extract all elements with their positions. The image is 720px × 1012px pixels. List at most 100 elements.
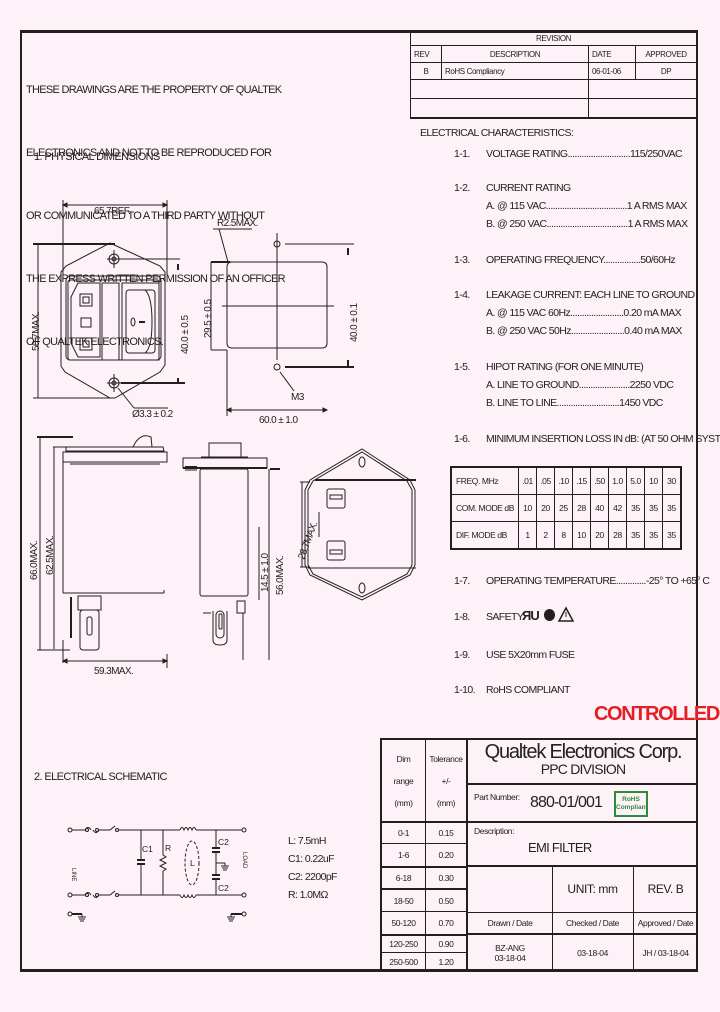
tolerance-value-cell: 0.30 bbox=[425, 866, 467, 889]
dim-height-max: 50.7MAX. bbox=[31, 312, 42, 351]
dim-range-header: Dim range (mm) bbox=[381, 739, 426, 822]
value-c2: C2: 2200pF bbox=[288, 871, 337, 883]
spec-sub: A. @ 115 VAC 60Hz.......................… bbox=[486, 307, 682, 319]
spec-number: 1-8. bbox=[454, 611, 470, 623]
tolerance-range-cell: 6-18 bbox=[381, 866, 426, 889]
db-cell: 35 bbox=[626, 521, 645, 550]
dim-depth-total: 66.0MAX. bbox=[29, 541, 40, 580]
schematic-values: L: 7.5mH C1: 0.22uF C2: 2200pF R: 1.0MΩ bbox=[288, 832, 337, 904]
revision-table: REVISION REV DESCRIPTION DATE APPROVED B… bbox=[410, 31, 697, 119]
db-cell: 20 bbox=[590, 521, 609, 550]
schematic-label-r: R bbox=[165, 843, 171, 853]
db-cell: 20 bbox=[536, 494, 555, 522]
value-inductance: L: 7.5mH bbox=[288, 835, 326, 847]
division-name: PPC DIVISION bbox=[540, 761, 626, 777]
freq-cell: .01 bbox=[518, 466, 537, 495]
tolerance-range-cell: 18-50 bbox=[381, 888, 426, 912]
company-block: Qualtek Electronics Corp. PPC DIVISION bbox=[466, 739, 698, 785]
dim-body-width: 59.3MAX. bbox=[94, 666, 133, 677]
db-cell: 28 bbox=[608, 521, 627, 550]
spec-text: HIPOT RATING (FOR ONE MINUTE) bbox=[486, 361, 644, 373]
freq-cell: .05 bbox=[536, 466, 555, 495]
dim-hole-dia: Ø3.3 ± 0.2 bbox=[132, 409, 174, 420]
tolerance-range-cell: 0-1 bbox=[381, 822, 426, 844]
header-line: Dim bbox=[396, 753, 411, 764]
tolerance-value-cell: 0.50 bbox=[425, 888, 467, 912]
header-line: (mm) bbox=[394, 797, 413, 808]
company-name: Qualtek Electronics Corp. bbox=[484, 741, 683, 763]
spec-sub: A. LINE TO GROUND......................2… bbox=[486, 379, 674, 391]
schematic-label-c1: C1 bbox=[142, 844, 153, 854]
checked-label: Checked / Date bbox=[552, 912, 634, 935]
dim-hole-spacing: 40.0 ± 0.5 bbox=[180, 315, 191, 354]
tolerance-range-cell: 250-500 bbox=[381, 952, 426, 972]
differential-mode-row: DIF. MODE dB 1 2 8 10 20 28 35 35 35 bbox=[450, 521, 682, 550]
header-line: Tolerance bbox=[429, 753, 463, 764]
spec-sub: A. @ 115 VAC............................… bbox=[486, 200, 687, 212]
drawn-by: BZ-ANG bbox=[495, 943, 525, 953]
ul-mark-icon: ЯU bbox=[522, 608, 540, 623]
spec-number: 1-4. bbox=[454, 289, 470, 301]
header-line: range bbox=[393, 775, 414, 786]
value-resistance: R: 1.0MΩ bbox=[288, 889, 328, 901]
dim-cutout-width: 60.0 ± 1.0 bbox=[259, 415, 298, 426]
spec-text: OPERATING TEMPERATURE.............-25° T… bbox=[486, 575, 710, 587]
db-cell: 35 bbox=[644, 494, 663, 522]
spec-number: 1-6. bbox=[454, 433, 470, 445]
rohs-badge-line: Compliant bbox=[616, 804, 648, 811]
schematic-label-line: LINE bbox=[70, 868, 76, 881]
freq-cell: .50 bbox=[590, 466, 609, 495]
description-block: Description: EMI FILTER bbox=[466, 822, 698, 867]
schematic-label-l: L bbox=[190, 858, 195, 868]
db-cell: 10 bbox=[518, 494, 537, 522]
spec-text: LEAKAGE CURRENT: EACH LINE TO GROUND bbox=[486, 289, 695, 301]
description-label: Description: bbox=[474, 826, 515, 836]
spec-sub: B. LINE TO LINE.........................… bbox=[486, 397, 663, 409]
spec-number: 1-9. bbox=[454, 649, 470, 661]
db-cell: 28 bbox=[572, 494, 591, 522]
db-cell: 10 bbox=[572, 521, 591, 550]
spec-text: OPERATING FREQUENCY................50/60… bbox=[486, 254, 676, 266]
drawn-value: BZ-ANG 03-18-04 bbox=[466, 934, 553, 972]
common-mode-row: COM. MODE dB 10 20 25 28 40 42 35 35 35 bbox=[450, 494, 682, 522]
tolerance-value-cell: 0.15 bbox=[425, 822, 467, 844]
unit-label: UNIT: mm bbox=[552, 866, 634, 913]
db-cell: 35 bbox=[644, 521, 663, 550]
db-cell: 1 bbox=[518, 521, 537, 550]
tolerance-value-cell: 0.90 bbox=[425, 934, 467, 953]
dim-side-pin: 14.5 ± 1.0 bbox=[260, 553, 271, 592]
spec-sub: B. @ 250 VAC 50Hz.......................… bbox=[486, 325, 682, 337]
description-value: EMI FILTER bbox=[528, 840, 592, 855]
rohs-compliant-badge: RoHS Compliant bbox=[614, 791, 648, 817]
spec-number: 1-7. bbox=[454, 575, 470, 587]
dim-radius: R2.5MAX. bbox=[217, 218, 258, 229]
freq-header: FREQ. MHz bbox=[450, 466, 519, 495]
spec-number: 1-5. bbox=[454, 361, 470, 373]
schematic-diagram bbox=[67, 825, 247, 922]
spec-number: 1-1. bbox=[454, 148, 470, 160]
tolerance-value-cell: 0.20 bbox=[425, 843, 467, 867]
schematic-label-c2-bottom: C2 bbox=[218, 883, 229, 893]
row-label: DIF. MODE dB bbox=[450, 521, 519, 550]
schematic-label-c2-top: C2 bbox=[218, 837, 229, 847]
approved-value: JH / 03-18-04 bbox=[642, 948, 689, 958]
notice-line: OR COMMUNICATED TO A THIRD PARTY WITHOUT bbox=[26, 210, 265, 222]
rohs-badge-line: RoHS bbox=[622, 796, 640, 803]
row-label: COM. MODE dB bbox=[450, 494, 519, 522]
dim-back-width: 28.7MAX. bbox=[296, 520, 320, 561]
tolerance-header: Tolerance +/- (mm) bbox=[425, 739, 467, 822]
part-number-label: Part Number: bbox=[474, 792, 520, 802]
part-number-block: Part Number: 880-01/001 bbox=[466, 784, 698, 823]
db-cell: 2 bbox=[536, 521, 555, 550]
db-cell: 35 bbox=[662, 494, 682, 522]
part-number: 880-01/001 bbox=[530, 794, 603, 811]
db-cell: 40 bbox=[590, 494, 609, 522]
spec-text: RoHS COMPLIANT bbox=[486, 684, 570, 696]
freq-cell: .15 bbox=[572, 466, 591, 495]
notice-line: OF QUALTEK ELECTRONICS. bbox=[26, 336, 164, 348]
freq-cell: 10 bbox=[644, 466, 663, 495]
drawing-frame bbox=[20, 30, 698, 972]
spec-text: MINIMUM INSERTION LOSS IN dB: (AT 50 OHM… bbox=[486, 433, 720, 445]
dim-width-ref: 65.7REF. bbox=[94, 206, 130, 217]
spec-text: SAFETY: bbox=[486, 611, 526, 623]
